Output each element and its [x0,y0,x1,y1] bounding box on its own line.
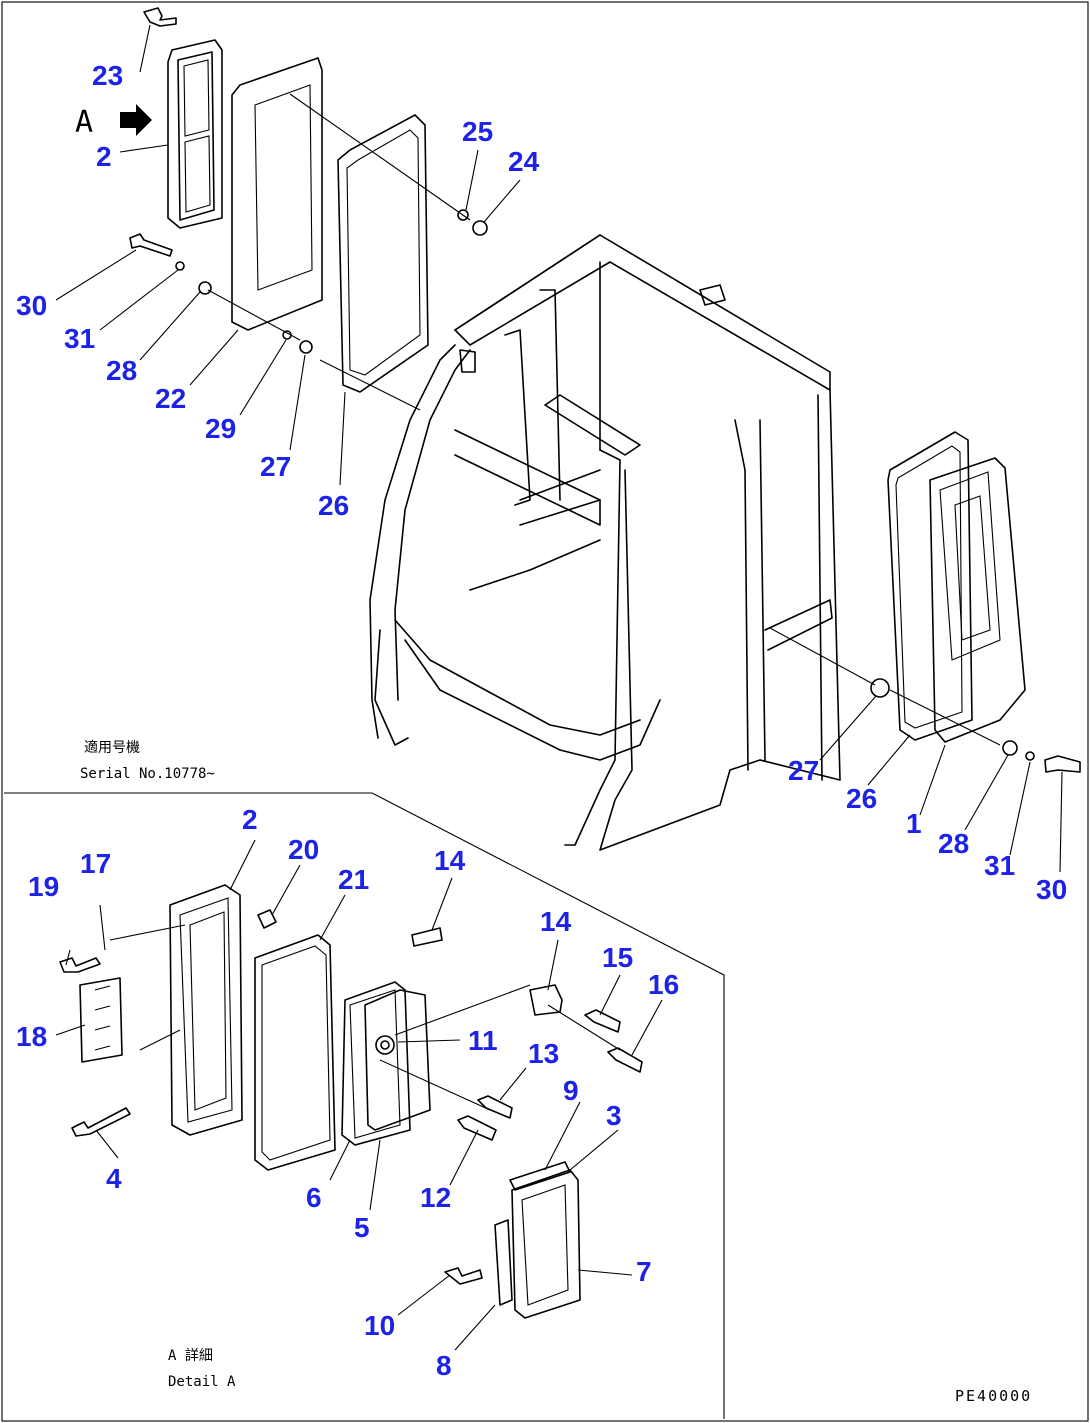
callout-29: 29 [205,413,237,444]
callout-2: 2 [96,141,112,172]
callout-30-right: 30 [1036,874,1068,905]
callout-1: 1 [906,808,922,839]
callout-25: 25 [462,116,494,147]
drawing-code: PE40000 [955,1387,1033,1405]
callout-31: 31 [64,323,96,354]
callout-4: 4 [106,1163,122,1194]
callout-26-right: 26 [846,783,878,814]
callout-31-right: 31 [984,850,1016,881]
callout-28-right: 28 [938,828,970,859]
callout-24: 24 [508,146,540,177]
callout-6: 6 [306,1182,322,1213]
callout-11: 11 [468,1025,498,1056]
view-marker-a: A [75,105,94,140]
callout-13: 13 [528,1038,560,1069]
serial-label-en: Serial No.10778~ [80,766,215,782]
side-glass-assembly [769,431,1081,773]
callout-28: 28 [106,355,138,386]
callout-30: 30 [16,290,48,321]
view-arrow-icon [120,104,152,136]
callout-10: 10 [364,1310,396,1341]
callout-7: 7 [636,1256,652,1287]
detail-region-border [4,792,725,1419]
detail-label-jp: A 詳細 [168,1348,213,1364]
callout-8: 8 [436,1350,452,1381]
callout-26: 26 [318,490,350,521]
callout-14: 14 [540,906,572,937]
callout-16: 16 [648,969,680,1000]
callout-18: 18 [16,1021,48,1052]
callout-27-right: 27 [788,755,820,786]
serial-label-jp: 適用号機 [84,740,140,756]
cab-frame [369,234,841,851]
detail-label-en: Detail A [168,1374,236,1390]
callout-2-detail: 2 [242,804,258,835]
callout-15: 15 [602,942,634,973]
callout-20: 20 [288,834,320,865]
callout-19: 19 [28,871,60,902]
callout-21: 21 [338,864,370,895]
callout-12: 12 [420,1182,452,1213]
callout-9: 9 [563,1075,579,1106]
callout-22: 22 [155,383,187,414]
detail-a-parts [59,884,643,1319]
callout-23: 23 [92,60,124,91]
callout-14-top: 14 [434,845,466,876]
callout-27: 27 [260,451,292,482]
callout-5: 5 [354,1212,370,1243]
callout-17: 17 [80,848,112,879]
rear-glass-assembly [120,7,488,411]
callout-3: 3 [606,1100,622,1131]
leader-lines [55,24,1063,1351]
